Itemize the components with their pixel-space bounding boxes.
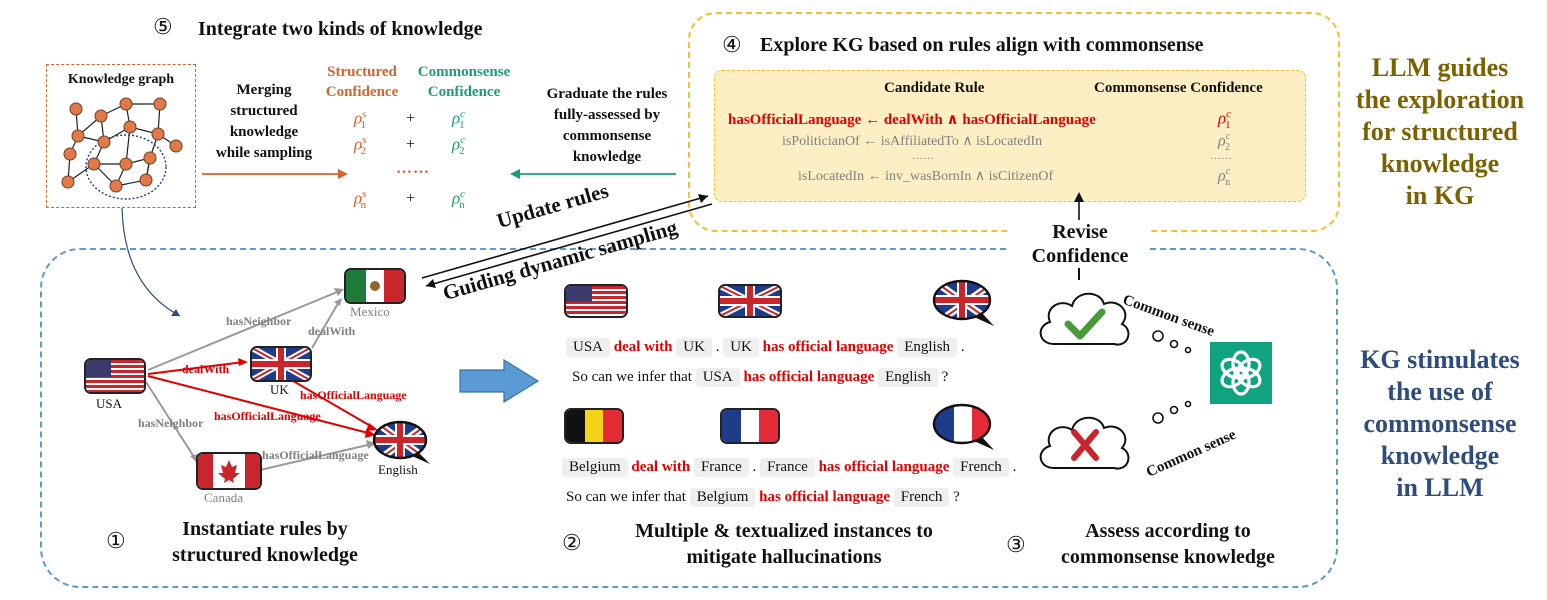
belgium-flag-icon	[564, 408, 624, 444]
step2-number: ②	[562, 530, 582, 555]
usa-flag-icon-2	[564, 284, 628, 318]
rule-dots: ……	[912, 150, 934, 162]
rel-hasneighbor-mexico: hasNeighbor	[226, 314, 292, 328]
instance-graph-edges	[145, 288, 378, 471]
kg-to-graph-arrow	[121, 207, 181, 317]
confidence-header: Commonsense Confidence	[1094, 80, 1263, 96]
uk-flag-icon-2	[718, 284, 782, 318]
structured-conf-2: ρs2	[354, 134, 367, 158]
rel-official-uk-english: hasOfficialLanguage	[300, 388, 407, 402]
confidence-dots: ……	[396, 160, 430, 177]
step5-number: ⑤	[153, 14, 173, 39]
instance1-statement: USA deal with UK . UK has official langu…	[566, 338, 965, 357]
instance1-question: So can we infer that USA has official la…	[572, 368, 949, 387]
step4-number: ④	[722, 32, 742, 57]
big-right-arrow	[459, 358, 540, 404]
revise-tick	[1078, 268, 1080, 280]
chatgpt-logo-icon	[1210, 342, 1272, 404]
thought-dots	[1152, 330, 1192, 424]
graduate-arrow	[510, 169, 676, 179]
usa-node-label: USA	[96, 396, 123, 411]
step3-number: ③	[1006, 532, 1026, 557]
plus-n: +	[406, 190, 416, 207]
commonsense-conf-1: ρc1	[452, 108, 466, 132]
french-speech-bubble-icon	[932, 403, 994, 450]
instance2-question: So can we infer that Belgium has officia…	[566, 488, 960, 507]
mexico-flag-icon	[344, 268, 406, 304]
rel-dealwith-mexico: dealWith	[308, 324, 356, 338]
rule-conf-dots: ……	[1210, 150, 1232, 162]
knowledge-graph-box	[46, 64, 196, 208]
english-node-label: English	[378, 462, 418, 477]
rel-hasneighbor-canada: hasNeighbor	[138, 416, 204, 430]
rule-table	[714, 70, 1306, 202]
rule-conf-n: ρcn	[1218, 166, 1231, 188]
mexico-node-label: Mexico	[350, 304, 390, 319]
step5-title: Integrate two kinds of knowledge	[198, 18, 483, 40]
commonsense-conf-n: ρcn	[452, 188, 466, 212]
france-flag-icon	[720, 408, 780, 444]
bottom-box	[40, 248, 1338, 588]
cloud-check-icon	[1039, 292, 1130, 346]
step4-title: Explore KG based on rules align with com…	[760, 34, 1204, 56]
english-speech-bubble-icon	[372, 420, 430, 464]
rule-conf-2: ρc2	[1218, 131, 1231, 153]
revise-arrow	[1074, 192, 1084, 220]
commonsense-conf-2: ρc2	[452, 134, 466, 158]
rule-header: Candidate Rule	[884, 80, 985, 96]
rel-dealwith-uk: dealWith	[182, 362, 230, 376]
rule-conf-1: ρc1	[1218, 108, 1232, 132]
rule-row-2: isPoliticianOf ← isAffiliatedTo ∧ isLoca…	[782, 134, 1043, 149]
merge-arrow	[202, 169, 348, 179]
rule-row-n: isLocatedIn ← inv_wasBornIn ∧ isCitizenO…	[798, 169, 1054, 184]
knowledge-graph-network	[61, 97, 183, 200]
step1-number: ①	[106, 528, 126, 553]
kg-label: Knowledge graph	[67, 72, 175, 87]
usa-flag-icon	[84, 358, 146, 394]
plus-2: +	[406, 136, 416, 153]
english-speech-bubble-icon-2	[932, 279, 994, 326]
canada-flag-icon	[196, 452, 262, 490]
plus-1: +	[406, 110, 416, 127]
update-guiding-arrows	[421, 194, 713, 288]
cloud-cross-icon	[1039, 416, 1130, 470]
rel-official-usa-english: hasOfficialLanguage	[214, 409, 321, 423]
rel-official-canada: hasOfficialLanguage	[262, 448, 369, 462]
uk-node-label: UK	[270, 382, 289, 397]
canada-node-label: Canada	[204, 490, 243, 505]
structured-conf-1: ρs1	[354, 108, 367, 132]
instance2-statement: Belgium deal with France . France has of…	[562, 458, 1016, 477]
uk-flag-icon	[250, 346, 312, 382]
rule-row-1: hasOfficialLanguage ← dealWith ∧ hasOffi…	[728, 112, 1096, 128]
structured-conf-n: ρsn	[354, 188, 367, 212]
